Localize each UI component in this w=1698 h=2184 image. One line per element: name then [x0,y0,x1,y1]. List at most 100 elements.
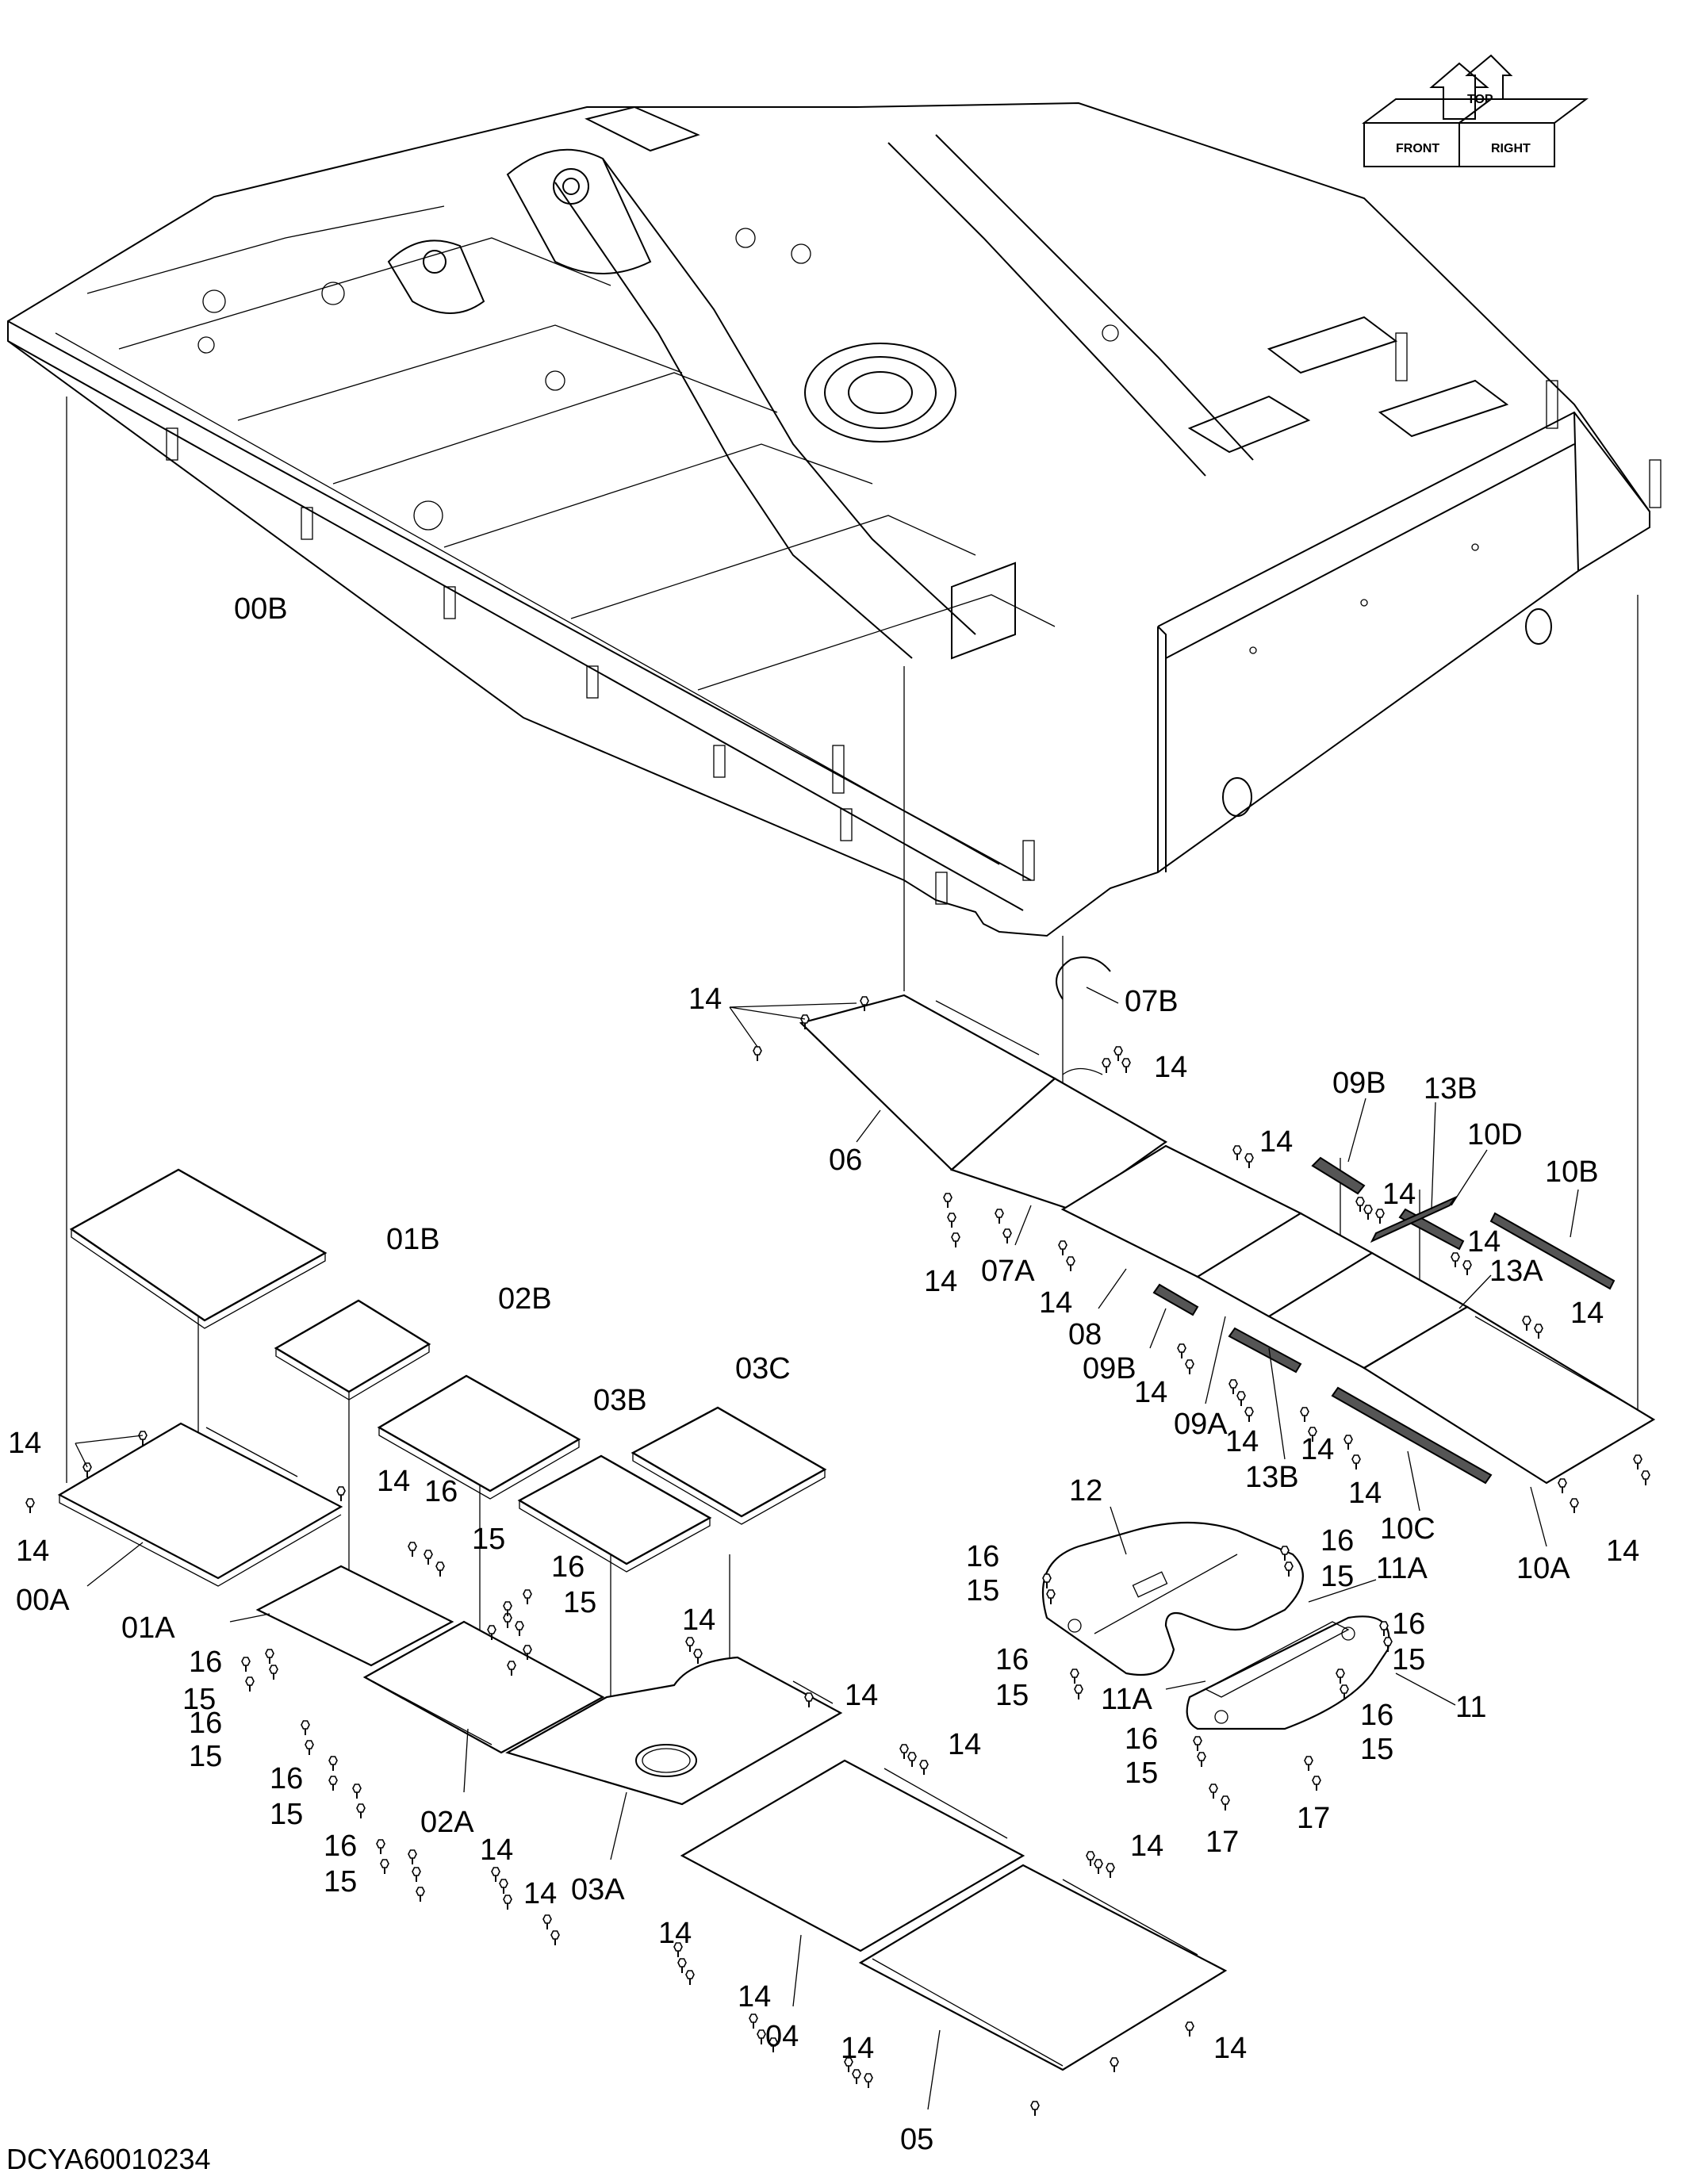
callout-08: 08 [1068,1318,1102,1351]
bolt-icon [1002,1228,1012,1238]
bolt-icon [507,1661,516,1670]
callout-10B: 10B [1545,1155,1599,1189]
callout-labels: 00B 01B 02B 03B 03C 00A 01A 02A 03A 04 0… [6,592,1639,2175]
callout-16: 16 [324,1830,357,1863]
bolt-icon [685,1637,695,1646]
callout-01B: 01B [386,1223,440,1256]
right-cover-group [799,956,1656,1485]
callout-15: 15 [1360,1733,1393,1766]
bolt-icon [25,1498,35,1508]
bolt-icon [1363,1205,1373,1214]
bolt-icon [1641,1470,1650,1480]
bolt-icon [1355,1197,1365,1206]
callout-14: 14 [658,1917,692,1950]
plate-04 [680,1759,1025,1952]
callout-10D: 10D [1467,1118,1523,1151]
callout-14: 14 [738,1980,771,2013]
callout-14: 14 [1225,1425,1259,1458]
bolt-icon [301,1720,310,1730]
callout-09B-top: 09B [1332,1067,1386,1100]
callout-05: 05 [900,2123,933,2156]
callout-14: 14 [16,1535,49,1568]
bolt-icon [1121,1058,1131,1067]
bolt-icon [1193,1736,1202,1745]
plate-02A [362,1620,605,1754]
bolt-icon [1280,1546,1290,1555]
callout-16: 16 [551,1550,585,1584]
bolt-icon [769,2037,778,2047]
callout-15: 15 [324,1865,357,1899]
callout-14: 14 [1039,1286,1072,1320]
callout-16: 16 [1392,1607,1425,1641]
strip-10C [1331,1386,1493,1485]
callout-15: 15 [995,1679,1029,1712]
callout-14: 14 [688,983,722,1016]
callout-12: 12 [1069,1474,1102,1508]
bolt-icon [804,1692,814,1702]
callout-15: 15 [182,1683,216,1716]
callout-15: 15 [1392,1643,1425,1676]
plate-01A [255,1565,454,1667]
callout-16: 16 [1125,1722,1158,1756]
bolt-icon [503,1613,512,1623]
callout-10A: 10A [1516,1552,1570,1585]
callout-15: 15 [270,1798,303,1831]
bolt-icon [380,1859,389,1868]
bolt-icon [1070,1669,1079,1678]
bolt-icon [435,1561,445,1571]
bolt-icon [499,1879,508,1888]
bolt-icon [1522,1316,1531,1325]
bolt-icon [408,1542,417,1551]
bolt-icon [1030,2101,1040,2110]
strip-09B-top [1311,1156,1366,1195]
upper-frame [7,102,1662,937]
callout-16: 16 [189,1707,222,1740]
callout-14: 14 [845,1679,878,1712]
bolt-icon [305,1740,314,1749]
swing-plate-group [1041,1521,1390,1730]
bolt-icon [1244,1153,1254,1163]
bolt-icon [947,1213,956,1222]
bolt-icon [995,1209,1004,1218]
callout-01A: 01A [121,1611,175,1645]
bolt-icon [943,1193,952,1202]
bolt-icon [1046,1589,1056,1599]
bolt-icon [1113,1046,1123,1056]
bolt-icon [1197,1752,1206,1761]
bolt-icon [1042,1573,1052,1583]
bolt-icon [550,1930,560,1940]
callout-16: 16 [966,1540,999,1573]
callout-14: 14 [1382,1178,1416,1211]
strip-10D [1370,1195,1458,1243]
bolt-icon [1300,1407,1309,1416]
callout-14: 14 [1154,1051,1187,1084]
callout-16: 16 [995,1643,1029,1676]
bolt-icon [1221,1795,1230,1805]
callout-15: 15 [472,1523,505,1556]
bolt-icon [1110,2057,1119,2067]
plate-03A [505,1656,843,1806]
callout-14: 14 [1570,1297,1604,1330]
bolt-icon [844,2057,853,2067]
bolt-icon [1102,1058,1111,1067]
callout-15: 15 [563,1586,596,1619]
bolt-icon [487,1625,496,1634]
bolt-icon [860,996,869,1006]
callout-07A: 07A [981,1255,1035,1288]
callout-03C: 03C [735,1352,791,1385]
drawing-code: DCYA60010234 [6,2143,211,2175]
bolt-icon [1570,1498,1579,1508]
plate-00A [57,1422,343,1580]
orient-top-label: TOP [1467,93,1493,106]
callout-16: 16 [1320,1524,1354,1558]
callout-14: 14 [841,2032,874,2065]
bolt-icon [245,1676,255,1686]
callout-14: 14 [1259,1125,1293,1159]
callout-14: 14 [1213,2032,1247,2065]
strip-13B-low [1228,1327,1302,1374]
callout-04: 04 [765,2020,799,2053]
bolt-icon [1375,1209,1385,1218]
callout-14: 14 [1134,1376,1167,1409]
bolt-icon [503,1601,512,1611]
bolt-icon [1236,1391,1246,1400]
